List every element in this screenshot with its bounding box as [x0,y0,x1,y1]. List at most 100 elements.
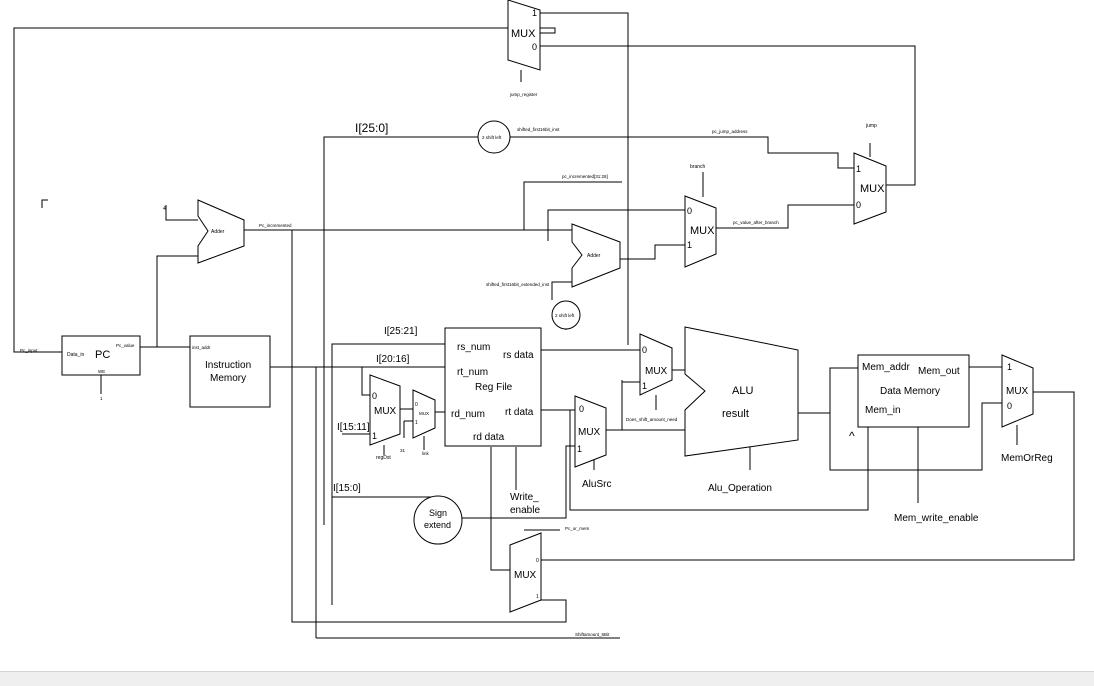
reg-write-enable-2: enable [510,505,540,516]
mux-branch-in1: 1 [687,240,692,250]
alu-result: result [722,408,749,420]
pc-register: PC Data_in Pc_value WE 1 Pc_input [20,335,141,401]
pc-jump-address: pc_jump_address [712,129,748,134]
mux-jump-label: MUX [860,183,885,195]
pc-input: Pc_input [20,348,38,353]
i150-label: I[15:0] [333,483,361,494]
mux-shamt: MUX 0 1 Does_shift_amount_need [626,333,678,422]
mux-branch-in0: 0 [687,206,692,216]
shift-jump-label: 2 shift left [482,135,502,140]
mux-alusrc-label: MUX [578,427,601,438]
dmem-out: Mem_out [918,366,960,377]
pc-value-after-branch: pc_value_after_branch [733,220,779,225]
i2016-label: I[20:16] [376,354,410,365]
mux-memreg-in0: 0 [1007,401,1012,411]
instr-mem-in: inst_addr [192,345,211,350]
pc-title: PC [95,349,110,361]
pc-incremented: Pc_incremented [259,223,292,228]
mux-bottom-label: MUX [514,570,537,581]
mux-top-sel: jump_register [509,92,538,97]
mux-memreg-sel: MemOrReg [1001,453,1053,464]
shift-branch-label: 2 shift left [555,313,575,318]
dmem-we: Mem_write_enable [894,513,979,524]
mux-branch: MUX 0 1 branch pc_value_after_branch [684,164,779,268]
adder-pc: Adder 4 Pc_incremented [163,199,292,264]
reg-write-enable-1: Write_ [510,492,539,503]
reg-rt-data: rt data [505,407,534,418]
adder-branch: Adder shifted_first16bit_extended_inst [486,223,621,288]
mux-regdst-in0: 0 [372,391,377,401]
sign-extend-line2: extend [424,520,451,530]
reg-rd-data: rd data [473,432,505,443]
i2521-label: I[25:21] [384,326,418,337]
mux-jump-sel: jump [865,123,877,129]
mux-link-31: 31 [400,448,406,453]
mux-link-in1: 1 [415,420,418,426]
mux-top: MUX 1 0 jump_register [507,0,541,97]
pc-incremented-3128: pc_incremented[31:28] [562,174,608,179]
dmem-in: Mem_in [865,405,901,416]
pc-value: Pc_value [116,343,135,348]
shamt-5bit: Shiftamount_5Bit [575,632,610,637]
mux-shamt-in1: 1 [642,381,647,391]
mux-top-in1: 1 [532,8,537,18]
pc-we-val: 1 [100,396,103,401]
instr-mem-line2: Memory [210,373,246,384]
mux-regdst-sel: regDst [376,455,391,461]
mux-link-label: MUX [419,411,429,416]
instr-mem-line1: Instruction [205,360,251,371]
sign-extend-line1: Sign [429,508,447,518]
pc-we: WE [98,369,105,374]
mux-branch-sel: branch [690,164,706,170]
shifted-first16bit-inst: shifted_first16bit_inst [517,127,560,132]
dmem-addr: Mem_addr [862,362,910,373]
mux-top-in0: 0 [532,42,537,52]
mux-memreg: MUX 1 0 MemOrReg [1001,354,1053,464]
mux-memreg-label: MUX [1006,386,1029,397]
mux-link-sel: link [422,451,430,456]
mux-shamt-sel: Does_shift_amount_need [626,417,678,422]
mux-shamt-label: MUX [645,366,668,377]
pc-data-in: Data_in [67,352,84,358]
shifted-first16bit-extended: shifted_first16bit_extended_inst [486,282,550,287]
mux-link-in0: 0 [415,402,418,408]
shift-branch: 2 shift left [551,300,581,330]
mux-alusrc: MUX 0 1 AluSrc [574,395,611,490]
reg-rs-data: rs data [503,350,534,361]
mux-jump: MUX 1 0 jump [853,123,887,225]
shift-jump: 2 shift left I[25:0] shifted_first16bit_… [355,120,748,179]
mux-link: MUX 0 1 31 link [400,389,436,456]
mux-alusrc-in0: 0 [579,404,584,414]
mux-regdst-label: MUX [374,406,397,417]
sign-extend: Sign extend [413,495,463,545]
adder-pc-label: Adder [211,229,225,235]
mux-alusrc-in1: 1 [577,444,582,454]
mux-regdst: MUX 0 1 regDst [369,374,401,461]
mux-jump-in0: 0 [856,200,861,210]
reg-rd-num: rd_num [451,409,485,420]
wires [13,12,1075,639]
mux-branch-label: MUX [690,225,715,237]
dmem-title: Data Memory [880,386,940,397]
mux-shamt-in0: 0 [642,345,647,355]
reg-rt-num: rt_num [457,367,488,378]
reg-title: Reg File [475,382,513,393]
mux-memreg-in1: 1 [1007,362,1012,372]
mux-bottom-in0: 0 [536,558,539,564]
i2500-label: I[25:0] [355,121,388,135]
reg-rs-num: rs_num [457,342,490,353]
mux-top-label: MUX [511,28,536,40]
mux-jump-in1: 1 [856,164,861,174]
instruction-memory: Instruction Memory inst_addr [189,335,271,408]
status-bar [0,671,1094,686]
hook-glyph: ^ [849,429,855,443]
mux-bottom-in1: 1 [536,594,539,600]
datapath-diagram: MUX 1 0 jump_register 2 shift left I[25:… [13,0,1075,639]
alu: ALU result Alu_Operation [684,326,799,494]
adder-pc-const: 4 [163,206,166,212]
i1511-label: I[15:11] [337,422,370,433]
alu-title: ALU [732,385,753,397]
adder-branch-label: Adder [587,253,601,259]
mux-bottom-sel: Pc_or_mem [565,526,590,531]
mux-alusrc-sel: AluSrc [582,479,611,490]
